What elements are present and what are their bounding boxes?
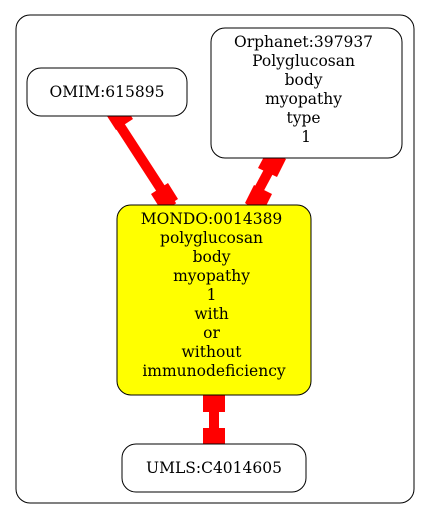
node-mondo-line: polyglucosan xyxy=(160,229,263,247)
svg-text:MONDO:0014389 polyglucos: MONDO:0014389 polyglucosan body myopathy… xyxy=(141,210,287,380)
node-mondo-line: body xyxy=(193,248,231,266)
node-orphanet-line: Orphanet:397937 xyxy=(234,33,373,51)
node-mondo[interactable]: MONDO:0014389 polyglucosan body myopathy… xyxy=(116,204,312,396)
node-omim-line: OMIM:615895 xyxy=(50,83,165,101)
node-mondo-line: immunodeficiency xyxy=(142,362,286,380)
cluster-border xyxy=(15,14,415,504)
edge-omim-mondo xyxy=(105,102,178,210)
edge-omim-mondo-head-marker xyxy=(151,183,178,210)
node-orphanet[interactable]: Orphanet:397937 Polyglucosan body myopat… xyxy=(210,27,403,159)
node-umls-line: UMLS:C4014605 xyxy=(146,459,282,477)
node-mondo-line: myopathy xyxy=(173,267,250,285)
node-omim[interactable]: OMIM:615895 xyxy=(26,67,188,117)
node-mondo-line: or xyxy=(203,324,220,342)
node-orphanet-line: type xyxy=(286,109,320,127)
edge-mondo-umls xyxy=(203,390,225,450)
node-orphanet-line: Polyglucosan xyxy=(252,52,355,70)
node-orphanet-line: body xyxy=(285,71,323,89)
node-orphanet-line: myopathy xyxy=(265,90,342,108)
node-mondo-line: 1 xyxy=(207,286,217,304)
node-mondo-line: without xyxy=(182,343,243,361)
svg-text:OMIM:615895: OMIM:615895 xyxy=(50,83,165,101)
node-mondo-line: with xyxy=(194,305,228,323)
svg-text:UMLS:C4014605: UMLS:C4014605 xyxy=(146,459,282,477)
edge-orphanet-mondo xyxy=(245,147,286,212)
node-mondo-line: MONDO:0014389 xyxy=(141,210,283,228)
svg-text:Orphanet:397937 Polygluc: Orphanet:397937 Polyglucosan body myopat… xyxy=(234,33,378,146)
node-umls[interactable]: UMLS:C4014605 xyxy=(121,443,307,493)
node-orphanet-line: 1 xyxy=(301,128,311,146)
